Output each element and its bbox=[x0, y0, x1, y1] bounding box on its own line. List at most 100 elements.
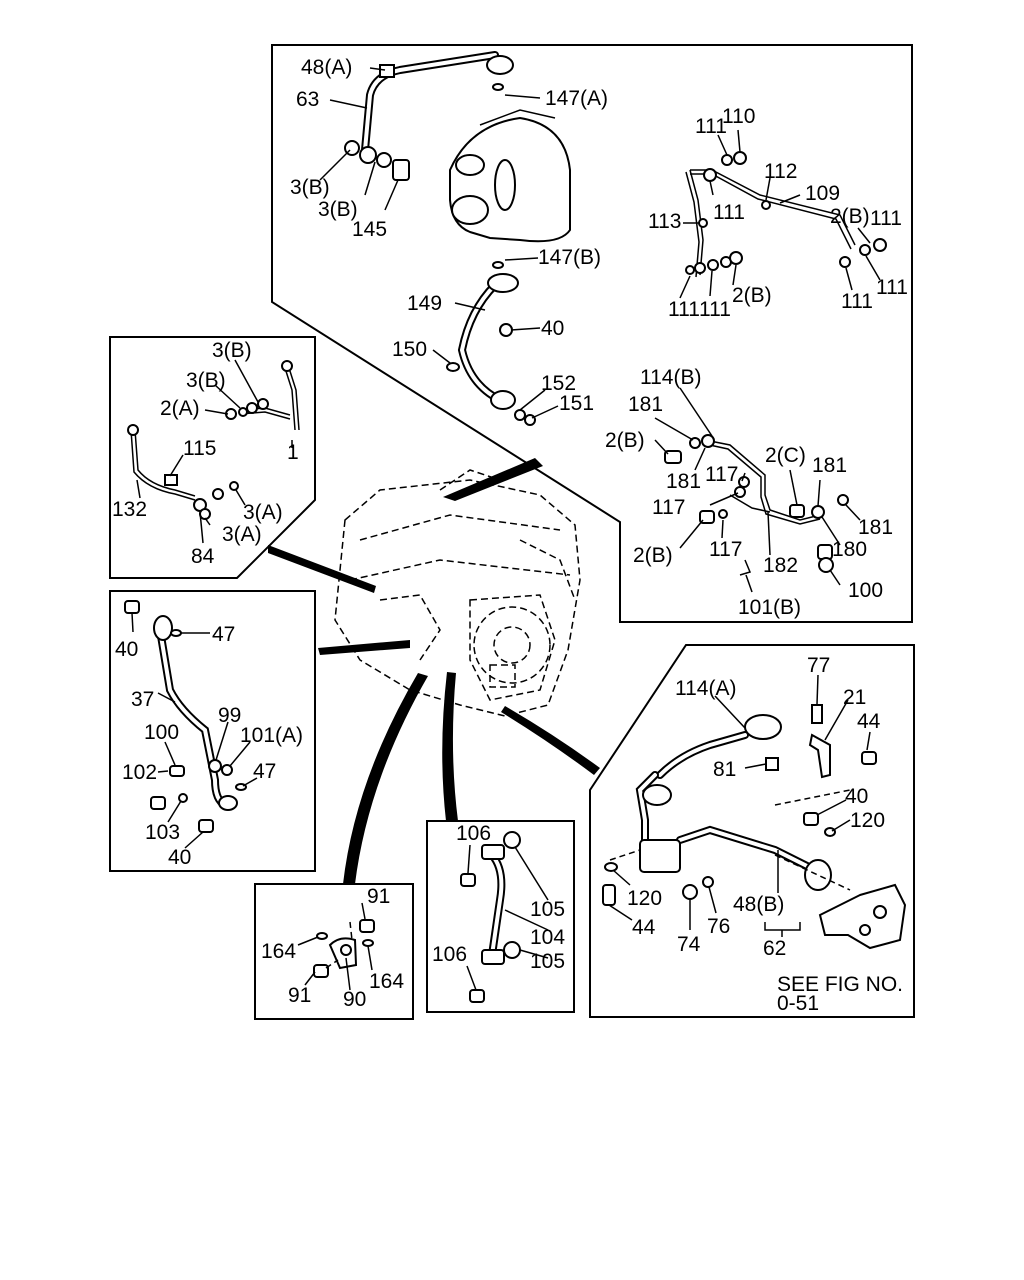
callout-label: 181 bbox=[666, 470, 701, 493]
callout-label: 105 bbox=[530, 898, 565, 921]
callout-label: 3(A) bbox=[222, 523, 262, 546]
callout-label: 101(A) bbox=[240, 724, 303, 747]
callout-label: 111 bbox=[699, 298, 731, 321]
callout-label: 37 bbox=[131, 688, 154, 711]
callout-label: 2(B) bbox=[732, 284, 772, 307]
callout-label: 111 bbox=[695, 115, 727, 138]
egr-panel-frame bbox=[589, 644, 915, 1018]
callout-label: 111 bbox=[713, 201, 745, 224]
callout-label: 3(A) bbox=[243, 501, 283, 524]
turbocharger bbox=[449, 109, 571, 243]
callout-label: 44 bbox=[632, 916, 656, 939]
callout-label: 3(B) bbox=[212, 339, 252, 362]
hose-assembly bbox=[460, 831, 521, 1003]
return-pipe-panel-frame bbox=[109, 590, 316, 872]
callout-label: 91 bbox=[288, 984, 311, 1007]
callout-label: 103 bbox=[145, 821, 180, 844]
callout-label: 132 bbox=[112, 498, 147, 521]
callout-label: 44 bbox=[857, 710, 881, 733]
callout-label: 91 bbox=[367, 885, 390, 908]
callout-label: 84 bbox=[191, 545, 215, 568]
callout-label: 40 bbox=[168, 846, 191, 869]
callout-label: 62 bbox=[763, 937, 786, 960]
callout-label: 111 bbox=[841, 290, 873, 313]
callout-label: 151 bbox=[559, 392, 594, 415]
callout-label: 102 bbox=[122, 761, 157, 784]
callout-label: 3(B) bbox=[318, 198, 358, 221]
callout-label: 117 bbox=[709, 538, 742, 561]
callout-label: 111 bbox=[876, 276, 908, 299]
callout-label: 152 bbox=[541, 372, 576, 395]
small-bracket-panel-frame bbox=[254, 883, 414, 1020]
callout-label: 2(C) bbox=[765, 444, 806, 467]
callout-label: 81 bbox=[713, 758, 736, 781]
callout-label: 114(A) bbox=[675, 677, 736, 700]
callout-label: 109 bbox=[805, 182, 840, 205]
callout-label: 181 bbox=[628, 393, 663, 416]
callout-label: 3(B) bbox=[290, 176, 330, 199]
callout-label: 2(B) bbox=[605, 429, 645, 452]
callout-label: 106 bbox=[456, 822, 491, 845]
small-bracket-assembly bbox=[313, 919, 375, 978]
engine-outline bbox=[334, 469, 581, 717]
callout-label: 150 bbox=[392, 338, 427, 361]
callout-label: 105 bbox=[530, 950, 565, 973]
callout-label: 149 bbox=[407, 292, 442, 315]
reference-note-line-2: 0-51 bbox=[777, 992, 819, 1015]
callout-label: 2(B) bbox=[830, 205, 870, 228]
water-pipe-114b bbox=[664, 434, 849, 576]
callout-label: 181 bbox=[812, 454, 847, 477]
left-pipe-assembly bbox=[127, 360, 300, 520]
callout-label: 115 bbox=[183, 437, 216, 460]
callout-label: 164 bbox=[261, 940, 296, 963]
callout-label: 1 bbox=[287, 441, 299, 464]
callout-label: 74 bbox=[677, 933, 701, 956]
callout-label: 113 bbox=[648, 210, 681, 233]
callout-label: 47 bbox=[212, 623, 235, 646]
callout-label: 40 bbox=[115, 638, 138, 661]
callout-label: 111 bbox=[870, 207, 902, 230]
callout-label: 47 bbox=[253, 760, 276, 783]
callout-label: 48(A) bbox=[301, 56, 352, 79]
oil-feed-lines bbox=[685, 151, 887, 278]
callout-label: 164 bbox=[369, 970, 404, 993]
leader-beams bbox=[268, 458, 600, 884]
callout-label: 77 bbox=[807, 654, 830, 677]
callout-label: 111 bbox=[668, 298, 700, 321]
callout-label: 147(B) bbox=[538, 246, 601, 269]
callout-label: 120 bbox=[850, 809, 885, 832]
callout-label: 21 bbox=[843, 686, 866, 709]
callout-label: 2(B) bbox=[633, 544, 673, 567]
callout-label: 117 bbox=[705, 463, 738, 486]
callout-label: 101(B) bbox=[738, 596, 801, 619]
callout-label: 100 bbox=[848, 579, 883, 602]
panel-frames bbox=[109, 44, 915, 1020]
callout-label: 114(B) bbox=[640, 366, 701, 389]
callout-label: 182 bbox=[763, 554, 798, 577]
egr-pipe-assembly bbox=[602, 704, 907, 950]
callout-labels: 48(A) 63 147(A) 3(B) 3(B) 145 147(B) 149… bbox=[112, 56, 908, 1011]
left-pipe-panel-frame bbox=[109, 336, 316, 579]
callout-label: 2(A) bbox=[160, 397, 200, 420]
callout-label: 104 bbox=[530, 926, 565, 949]
callout-label: 181 bbox=[858, 516, 893, 539]
callout-label: 147(A) bbox=[545, 87, 608, 110]
callout-label: 99 bbox=[218, 704, 241, 727]
callout-label: 40 bbox=[541, 317, 564, 340]
callout-label: 112 bbox=[764, 160, 797, 183]
callout-label: 100 bbox=[144, 721, 179, 744]
callout-label: 120 bbox=[627, 887, 662, 910]
callout-label: 106 bbox=[432, 943, 467, 966]
callout-label: 180 bbox=[832, 538, 867, 561]
oil-inlet-pipe-63 bbox=[344, 51, 514, 181]
turbo-panel-frame bbox=[271, 44, 913, 623]
callout-label: 40 bbox=[845, 785, 868, 808]
callout-label: 90 bbox=[343, 988, 366, 1011]
callout-label: 48(B) bbox=[733, 893, 784, 916]
leader-lines bbox=[131, 67, 881, 991]
callout-label: 110 bbox=[722, 105, 755, 128]
reference-note-line-1: SEE FIG NO. bbox=[777, 973, 903, 996]
return-pipe-37 bbox=[124, 600, 247, 833]
callout-label: 145 bbox=[352, 218, 387, 241]
